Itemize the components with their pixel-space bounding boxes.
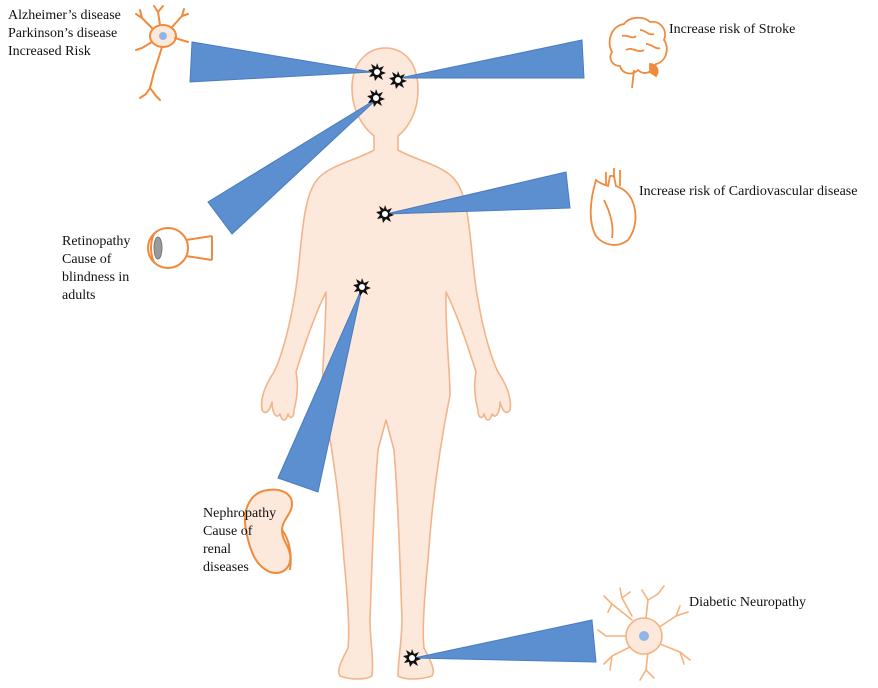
brain-icon	[610, 18, 667, 88]
label-line: Parkinson’s disease	[8, 25, 121, 43]
label-line: Cause of	[62, 251, 130, 269]
label-cardio: Increase risk of Cardiovascular disease	[639, 183, 857, 201]
label-line: Increased Risk	[8, 43, 121, 61]
eye-icon	[148, 228, 212, 268]
neuron-icon	[136, 6, 188, 100]
nerve-cell-icon	[598, 586, 690, 680]
label-neuropathy: Diabetic Neuropathy	[689, 594, 806, 612]
label-line: renal	[203, 541, 276, 559]
label-retinopathy: Retinopathy Cause of blindness in adults	[62, 233, 130, 305]
heart-icon	[591, 168, 636, 245]
label-nephropathy: Nephropathy Cause of renal diseases	[203, 505, 276, 577]
label-line: Nephropathy	[203, 505, 276, 523]
human-body	[262, 48, 511, 679]
label-line: blindness in	[62, 269, 130, 287]
label-line: Retinopathy	[62, 233, 130, 251]
beam-neuropathy	[414, 620, 596, 662]
beam-stroke	[400, 40, 584, 78]
label-line: Alzheimer’s disease	[8, 7, 121, 25]
beam-neuro	[190, 42, 372, 82]
label-neuro-brain: Alzheimer’s disease Parkinson’s disease …	[8, 7, 121, 61]
label-stroke: Increase risk of Stroke	[669, 21, 795, 39]
label-line: diseases	[203, 559, 276, 577]
label-line: Cause of	[203, 523, 276, 541]
label-line: adults	[62, 287, 130, 305]
